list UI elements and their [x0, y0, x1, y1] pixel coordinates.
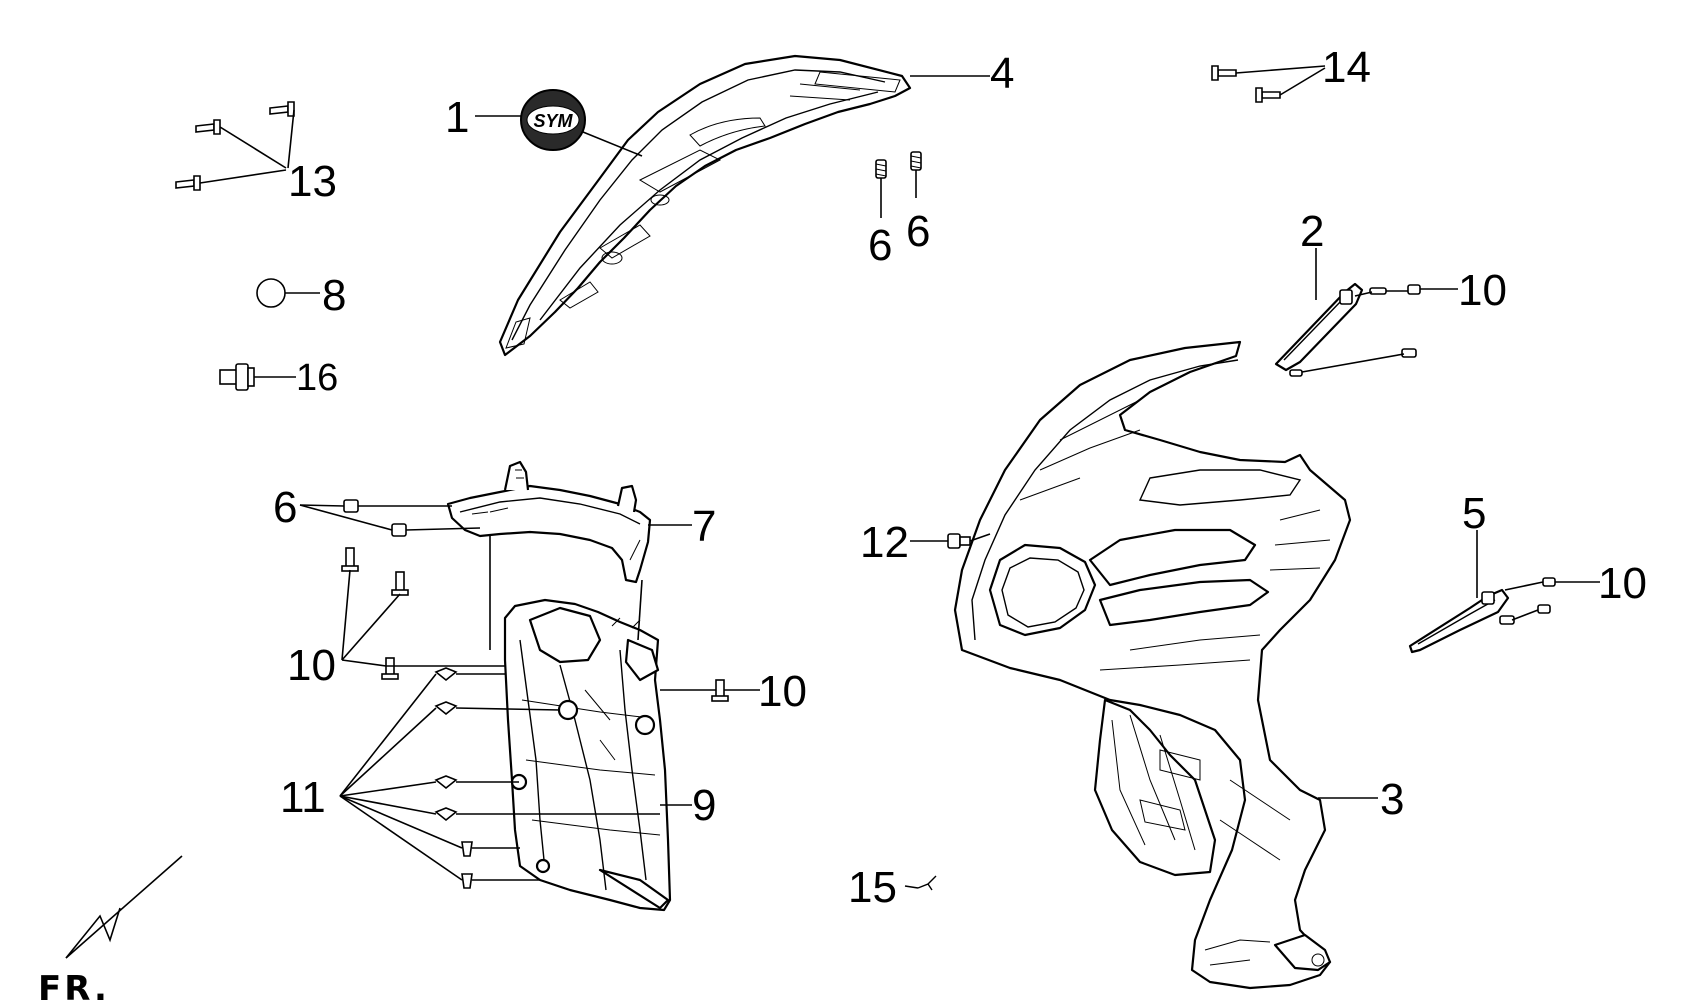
screws-14 [1211, 65, 1281, 103]
spring-clip-upper [875, 151, 922, 179]
callout-8: 8 [322, 271, 346, 320]
callout-10-right-upper: 10 [1458, 266, 1507, 315]
callout-10-right-lower: 10 [1598, 559, 1647, 608]
callout-6-upper-left: 6 [868, 221, 892, 270]
front-direction-arrow-icon [65, 855, 183, 959]
callout-1: 1 [445, 93, 469, 142]
callout-10-mid: 10 [758, 667, 807, 716]
callout-16: 16 [296, 357, 338, 399]
callout-6-upper-right: 6 [906, 207, 930, 256]
bolt-12 [947, 533, 971, 549]
direction-label: FR. [38, 969, 110, 1008]
front-body-cover [953, 340, 1352, 990]
inner-leg-panel [503, 598, 672, 912]
callout-15: 15 [848, 863, 897, 912]
side-cover-upper [1274, 282, 1364, 372]
callout-9: 9 [692, 781, 716, 830]
callout-6-left: 6 [273, 483, 297, 532]
callout-12: 12 [860, 518, 909, 567]
callout-4: 4 [990, 49, 1014, 98]
bolt-16 [219, 363, 255, 391]
callout-7: 7 [692, 502, 716, 551]
callout-14: 14 [1322, 43, 1371, 92]
callout-11: 11 [280, 773, 326, 822]
side-cover-lower [1408, 588, 1510, 654]
emblem-text: SYM [533, 111, 573, 131]
sym-emblem: SYM [520, 89, 586, 151]
screws-13 [175, 101, 295, 191]
callout-2: 2 [1300, 207, 1324, 256]
grommet-8 [256, 278, 286, 308]
screws-10-right [1289, 284, 1556, 625]
callout-5: 5 [1462, 489, 1486, 538]
callout-13: 13 [288, 157, 337, 206]
upper-front-cover [498, 54, 912, 357]
leader-lines [199, 65, 1600, 889]
callout-10-left: 10 [287, 641, 336, 690]
clip-15 [917, 875, 937, 891]
push-clips-11 [434, 667, 473, 889]
inner-upper-frame [446, 460, 652, 584]
callout-3: 3 [1380, 775, 1404, 824]
